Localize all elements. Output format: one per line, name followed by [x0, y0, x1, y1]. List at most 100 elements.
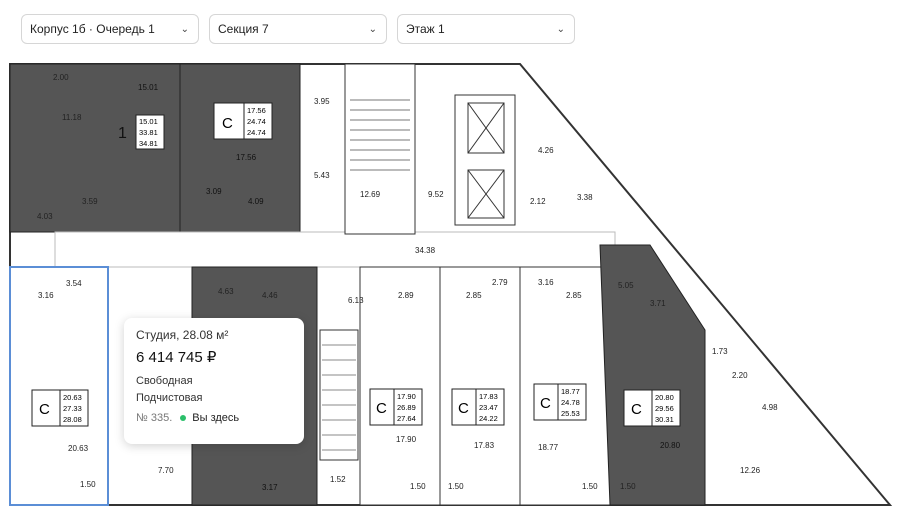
svg-text:4.26: 4.26	[538, 146, 554, 155]
svg-text:2.00: 2.00	[53, 73, 69, 82]
unit-status: Вы здесь	[192, 412, 240, 424]
svg-text:1.50: 1.50	[582, 482, 598, 491]
svg-text:18.77: 18.77	[561, 387, 580, 396]
svg-text:4.63: 4.63	[218, 287, 234, 296]
svg-text:30.31: 30.31	[655, 415, 674, 424]
unit-type: Студия, 28.08 м²	[136, 328, 229, 342]
svg-text:33.81: 33.81	[139, 128, 158, 137]
svg-text:C: C	[458, 400, 469, 417]
svg-text:3.95: 3.95	[314, 97, 330, 106]
stairwell	[344, 63, 416, 235]
svg-text:24.78: 24.78	[561, 398, 580, 407]
svg-text:15.01: 15.01	[138, 83, 159, 92]
svg-text:17.83: 17.83	[474, 441, 495, 450]
svg-text:27.33: 27.33	[63, 404, 82, 413]
building-select-label: Корпус 1б · Очередь 1	[30, 22, 155, 36]
svg-text:2.12: 2.12	[530, 197, 546, 206]
unit-number: № 335.	[136, 412, 173, 424]
svg-text:2.85: 2.85	[466, 291, 482, 300]
svg-text:2.20: 2.20	[732, 371, 748, 380]
elevator-shaft	[454, 94, 516, 226]
svg-text:2.79: 2.79	[492, 278, 508, 287]
svg-text:11.18: 11.18	[62, 113, 82, 122]
elevator-1-icon	[467, 102, 505, 154]
svg-text:23.47: 23.47	[479, 403, 498, 412]
svg-text:7.70: 7.70	[158, 466, 174, 475]
svg-text:9.52: 9.52	[428, 190, 444, 199]
unit-info-popup: Студия, 28.08 м² 6 414 745 ₽ Свободная П…	[124, 318, 304, 444]
chevron-down-icon: ⌄	[180, 23, 189, 35]
svg-text:4.98: 4.98	[762, 403, 778, 412]
svg-text:24.74: 24.74	[247, 128, 266, 137]
unit-studio-a[interactable]	[359, 266, 441, 506]
unit-studio-a-marker: C 17.90 26.89 27.64	[369, 388, 423, 426]
unit-c-top-sold[interactable]	[179, 63, 301, 233]
unit-finish-level: Подчистовая	[136, 392, 203, 404]
svg-text:3.54: 3.54	[66, 279, 82, 288]
room-area-labels: 2.00 15.01 11.18 3.59 4.03 17.56 3.09 4.…	[37, 73, 778, 492]
svg-text:1: 1	[118, 125, 127, 142]
chevron-down-icon: ⌄	[368, 23, 377, 35]
building-select[interactable]: Корпус 1б · Очередь 1 ⌄	[21, 14, 199, 44]
unit-right-sold[interactable]	[599, 244, 706, 506]
svg-text:1.50: 1.50	[620, 482, 636, 491]
svg-text:34.38: 34.38	[415, 246, 436, 255]
unit-studio-b-marker: C 17.83 23.47 24.22	[451, 388, 505, 426]
section-select[interactable]: Секция 7 ⌄	[209, 14, 387, 44]
unit-price: 6 414 745 ₽	[136, 349, 217, 366]
svg-text:4.09: 4.09	[248, 197, 264, 206]
filters-bar: Корпус 1б · Очередь 1 ⌄ Секция 7 ⌄ Этаж …	[21, 14, 575, 44]
svg-text:3.16: 3.16	[538, 278, 554, 287]
unit-1-marker: 1 15.01 33.81 34.81	[118, 114, 165, 150]
svg-text:17.56: 17.56	[247, 106, 266, 115]
svg-text:1.50: 1.50	[410, 482, 426, 491]
svg-text:17.90: 17.90	[396, 435, 417, 444]
svg-text:20.80: 20.80	[660, 441, 681, 450]
unit-c-top-marker: C 17.56 24.74 24.74	[213, 102, 273, 140]
unit-finish: Свободная	[136, 375, 193, 387]
svg-text:34.81: 34.81	[139, 139, 158, 148]
svg-text:17.90: 17.90	[397, 392, 416, 401]
svg-text:28.08: 28.08	[63, 415, 82, 424]
svg-text:17.56: 17.56	[236, 153, 257, 162]
svg-text:C: C	[631, 401, 642, 418]
svg-text:29.56: 29.56	[655, 404, 674, 413]
svg-text:15.01: 15.01	[139, 117, 158, 126]
unit-right-marker: C 20.80 29.56 30.31	[623, 389, 681, 427]
lower-stairs	[319, 329, 359, 461]
svg-text:C: C	[376, 400, 387, 417]
svg-text:6.13: 6.13	[348, 296, 364, 305]
elevator-2-icon	[467, 169, 505, 219]
floor-select-label: Этаж 1	[406, 22, 445, 36]
svg-text:18.77: 18.77	[538, 443, 559, 452]
svg-text:24.22: 24.22	[479, 414, 498, 423]
svg-text:12.26: 12.26	[740, 466, 761, 475]
svg-text:3.59: 3.59	[82, 197, 98, 206]
floor-select[interactable]: Этаж 1 ⌄	[397, 14, 575, 44]
svg-text:26.89: 26.89	[397, 403, 416, 412]
unit-status-row: № 335. Вы здесь	[136, 412, 292, 424]
svg-text:4.03: 4.03	[37, 212, 53, 221]
unit-335-selected[interactable]	[9, 266, 109, 506]
unit-335-marker: C 20.63 27.33 28.08	[31, 389, 89, 427]
svg-text:1.50: 1.50	[448, 482, 464, 491]
corridor	[54, 231, 616, 268]
svg-text:3.09: 3.09	[206, 187, 222, 196]
svg-text:12.69: 12.69	[360, 190, 381, 199]
svg-text:20.63: 20.63	[68, 444, 89, 453]
svg-text:27.64: 27.64	[397, 414, 416, 423]
svg-text:3.71: 3.71	[650, 299, 666, 308]
svg-text:3.17: 3.17	[262, 483, 278, 492]
svg-text:24.74: 24.74	[247, 117, 266, 126]
stairs-icon	[350, 99, 410, 171]
svg-text:4.46: 4.46	[262, 291, 278, 300]
svg-text:20.80: 20.80	[655, 393, 674, 402]
svg-text:5.43: 5.43	[314, 171, 330, 180]
unit-studio-b[interactable]	[439, 266, 521, 506]
svg-text:3.38: 3.38	[577, 193, 593, 202]
svg-text:2.85: 2.85	[566, 291, 582, 300]
svg-text:3.16: 3.16	[38, 291, 54, 300]
svg-text:C: C	[222, 115, 233, 132]
svg-text:C: C	[540, 395, 551, 412]
unit-studio-c-marker: C 18.77 24.78 25.53	[533, 383, 587, 421]
